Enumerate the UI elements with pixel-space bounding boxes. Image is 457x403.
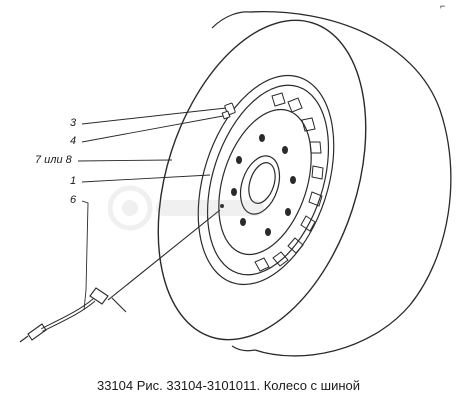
valve-stem: [220, 204, 224, 208]
corner-mark: ⌐: [440, 1, 446, 11]
stud-hole: [290, 176, 296, 184]
rim-slot: [272, 251, 289, 267]
rim-disk: [218, 108, 312, 256]
rim-slot: [301, 117, 316, 132]
tire-top-edge: [211, 11, 251, 29]
wheel-hub-inner: [248, 162, 276, 204]
leader-1: [81, 174, 211, 183]
tire-bead: [197, 74, 335, 286]
hose-tip: [19, 335, 29, 343]
hose-line: [107, 209, 221, 301]
rim-slot: [287, 97, 303, 113]
hose-nozzle: [27, 323, 47, 341]
callout-6: 6: [70, 194, 77, 206]
stud-hole: [240, 218, 246, 226]
hose-body-edge: [41, 299, 95, 331]
watermark-logo: [108, 185, 264, 231]
callout-1: 1: [70, 175, 77, 187]
rim-slot: [287, 237, 304, 254]
leader-6: [81, 200, 89, 311]
leader-78: [77, 159, 173, 162]
rim-slot: [254, 257, 270, 272]
tire-outer-front: [157, 19, 367, 341]
callout-7-or-8: 7 или 8: [35, 154, 72, 166]
hose-cut-mark: [111, 297, 127, 313]
stud-hole: [259, 134, 265, 142]
stud-hole: [285, 208, 291, 216]
stud-hole: [282, 146, 288, 154]
stud-hole: [265, 228, 271, 236]
rim-slot: [308, 191, 323, 207]
rim-slot: [309, 141, 322, 154]
hose-fitting: [89, 287, 109, 305]
callout-3: 3: [70, 117, 77, 129]
leader-3: [81, 107, 227, 125]
callout-4: 4: [70, 135, 77, 147]
stud-hole: [231, 188, 237, 196]
rim-slot: [300, 215, 316, 232]
leader-4: [81, 115, 224, 143]
figure-caption: 33104 Рис. 33104-3101011. Колесо с шиной: [96, 378, 361, 393]
wheel-hub: [239, 155, 281, 215]
tire-outer-back: [249, 11, 452, 357]
rim-slot: [311, 165, 324, 180]
stud-hole: [236, 156, 242, 164]
rim-slot: [271, 92, 286, 107]
tire-bottom-edge: [231, 345, 256, 352]
rim-flange: [206, 84, 330, 276]
valve-body: [221, 110, 231, 120]
